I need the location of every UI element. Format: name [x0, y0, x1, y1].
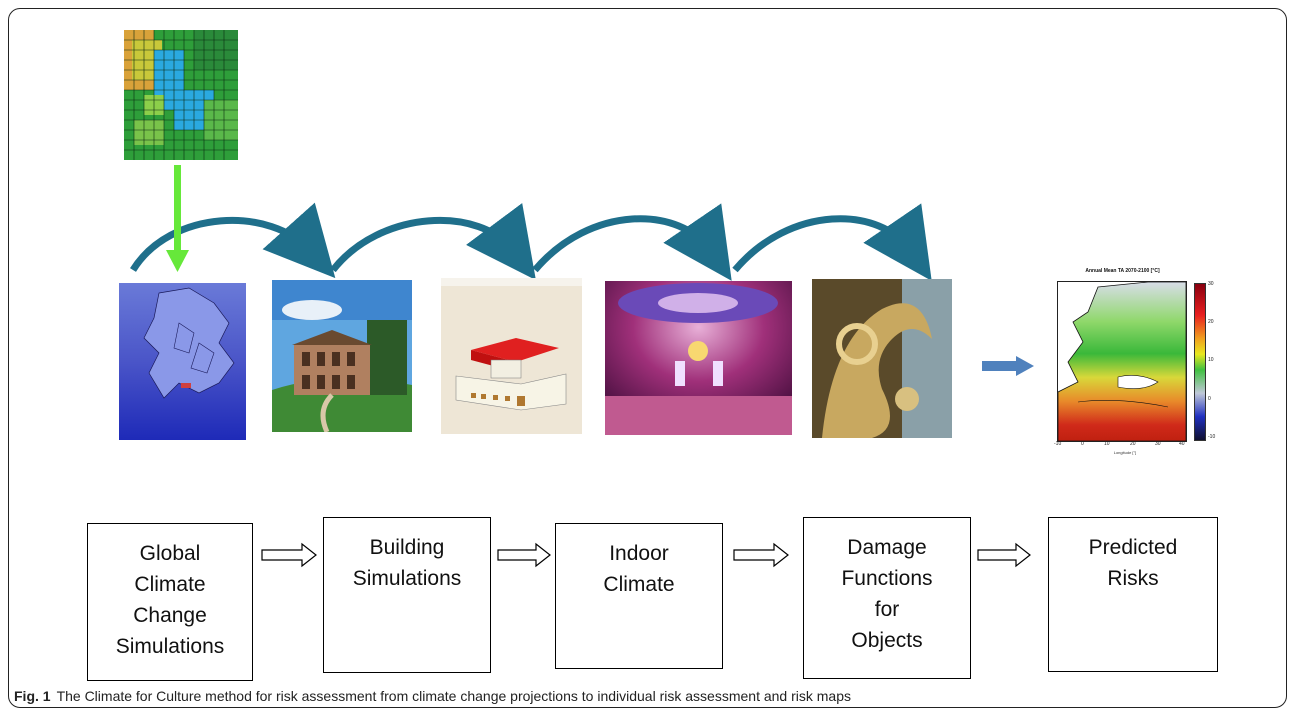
flow-box-global-climate: Global Climate Change Simulations	[87, 523, 253, 681]
curve-arrow-4	[732, 203, 932, 281]
risk-map-title: Annual Mean TA 2070-2100 [°C]	[1085, 268, 1160, 274]
flow-box-building-simulations: Building Simulations	[323, 517, 491, 673]
green-down-arrow	[166, 165, 189, 272]
flow-box-damage-functions: Damage Functions for Objects	[803, 517, 971, 679]
flow-box-indoor-climate: Indoor Climate	[555, 523, 723, 669]
colorbar-tick: 30	[1208, 281, 1214, 287]
map-x-tick: 30	[1155, 441, 1161, 447]
hollow-arrow-2	[497, 542, 551, 568]
gilded-ornament-photo	[812, 279, 952, 438]
block-arrow	[982, 356, 1034, 376]
hollow-arrow-4	[977, 542, 1031, 568]
hollow-arrow-1	[261, 542, 317, 568]
colorbar	[1194, 283, 1206, 441]
flow-box-predicted-risks: Predicted Risks	[1048, 517, 1218, 672]
palace-interior-photo	[605, 281, 792, 435]
figure-caption: Fig. 1 The Climate for Culture method for…	[14, 688, 851, 704]
hollow-arrows	[261, 542, 1031, 568]
curve-arrow-1	[130, 202, 336, 279]
building-model-screenshot	[441, 278, 582, 434]
map-x-tick: 10	[1104, 441, 1110, 447]
figure-frame	[8, 8, 1287, 708]
map-x-tick: 0	[1081, 441, 1084, 447]
flow-curves	[130, 165, 932, 281]
caption-label: Fig. 1	[14, 688, 51, 704]
risk-map-image	[1057, 281, 1187, 442]
colorbar-tick: -10	[1208, 434, 1216, 440]
curve-arrow-2	[330, 203, 536, 281]
historic-building-photo	[272, 280, 412, 432]
map-x-tick: 40	[1179, 441, 1185, 447]
caption-text: The Climate for Culture method for risk …	[56, 688, 851, 704]
hollow-arrow-3	[733, 542, 789, 568]
colorbar-tick: 0	[1208, 396, 1211, 402]
risk-map-xlabel: Longitude [°]	[1113, 450, 1137, 455]
europe-climate-map-image	[119, 283, 246, 440]
climate-grid-image	[124, 30, 238, 160]
colorbar-tick: 10	[1208, 357, 1214, 363]
map-x-tick: 20	[1130, 441, 1136, 447]
map-x-tick: -10	[1054, 441, 1062, 447]
colorbar-tick: 20	[1208, 319, 1214, 325]
curve-arrow-3	[532, 203, 732, 281]
